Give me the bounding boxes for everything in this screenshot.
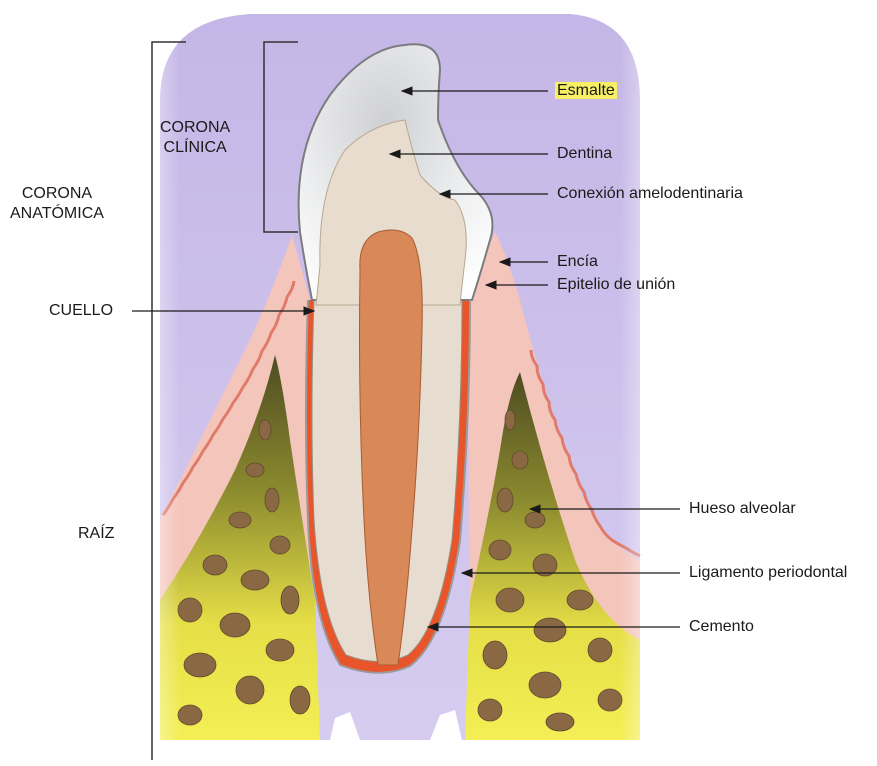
edge-fade-right <box>620 14 680 754</box>
label-corona-clinica-line2: CLÍNICA <box>160 138 230 158</box>
label-epitelio-de-union: Epitelio de unión <box>557 275 675 295</box>
label-corona-anatomica: CORONA ANATÓMICA <box>10 184 104 224</box>
label-hueso-alveolar: Hueso alveolar <box>689 499 796 519</box>
label-esmalte-text: Esmalte <box>555 82 617 99</box>
label-encia: Encía <box>557 252 598 272</box>
label-ligamento-periodontal: Ligamento periodontal <box>689 563 847 583</box>
label-esmalte: Esmalte <box>555 81 617 101</box>
label-cuello: CUELLO <box>49 301 113 321</box>
label-cemento: Cemento <box>689 617 754 637</box>
label-corona-clinica-line1: CORONA <box>160 118 230 138</box>
label-corona-anatomica-line1: CORONA <box>10 184 104 204</box>
label-dentina: Dentina <box>557 144 612 164</box>
label-corona-anatomica-line2: ANATÓMICA <box>10 204 104 224</box>
label-raiz: RAÍZ <box>78 524 114 544</box>
label-conexion-amelodentinaria: Conexión amelodentinaria <box>557 184 743 204</box>
label-corona-clinica: CORONA CLÍNICA <box>160 118 230 158</box>
